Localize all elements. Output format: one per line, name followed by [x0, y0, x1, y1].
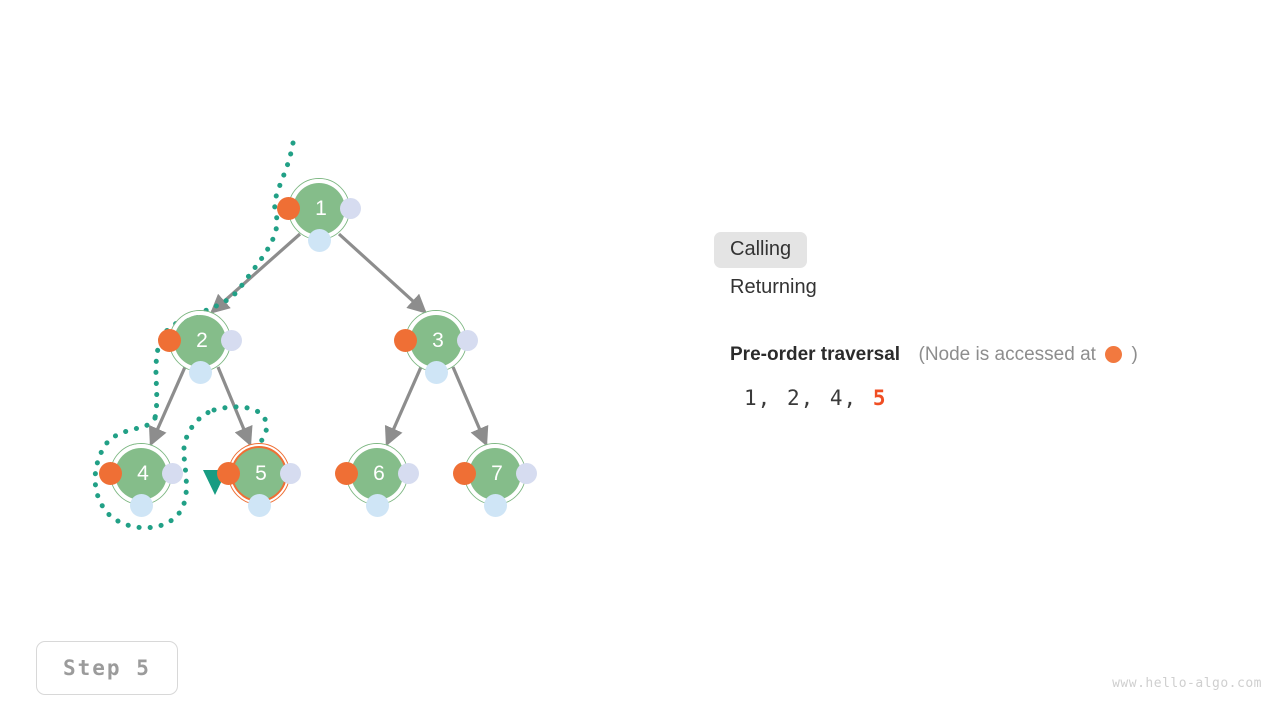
node-core	[293, 183, 345, 235]
tree-node-2[interactable]: 2	[158, 310, 242, 384]
left-child-dot-icon	[425, 361, 448, 384]
tree-node-4[interactable]: 4	[99, 443, 183, 517]
tree-node-label: 2	[196, 329, 208, 352]
node-core	[115, 448, 167, 500]
node-core	[351, 448, 403, 500]
left-child-dot-icon	[308, 229, 331, 252]
tree-node-label: 1	[315, 197, 327, 220]
left-child-dot-icon	[484, 494, 507, 517]
tree-node-label: 6	[373, 462, 385, 485]
tree-node-label: 4	[137, 462, 149, 485]
edge-3-6	[384, 366, 423, 447]
state-returning-label: Returning	[730, 276, 817, 298]
state-calling-badge: Calling	[714, 232, 808, 268]
right-child-dot-icon	[340, 198, 361, 219]
access-dot-legend-icon	[1105, 346, 1123, 363]
right-child-dot-icon	[516, 463, 537, 484]
tree-node-7[interactable]: 7	[453, 443, 537, 517]
access-dot-icon	[335, 462, 358, 485]
state-returning-row: Returning	[714, 268, 1254, 306]
binary-tree-diagram: 1 2 3 4 5	[0, 0, 660, 600]
sequence-visited-value: 2,	[786, 386, 828, 410]
tree-node-label: 5	[255, 462, 267, 485]
traversal-note: (Node is accessed at )	[919, 344, 1138, 366]
left-child-dot-icon	[248, 494, 271, 517]
tree-node-1[interactable]: 1	[277, 178, 361, 252]
traversal-sequence: 1, 2, 4, 5	[730, 386, 1254, 410]
access-dot-icon	[217, 462, 240, 485]
traversal-note-suffix: )	[1131, 344, 1138, 365]
right-child-dot-icon	[221, 330, 242, 351]
tree-node-label: 7	[491, 462, 503, 485]
node-core	[174, 315, 226, 367]
tree-vector-layer	[92, 140, 489, 531]
recursion-path-loop-around-4	[92, 407, 217, 531]
traversal-title: Pre-order traversal	[730, 344, 901, 365]
tree-node-6[interactable]: 6	[335, 443, 419, 517]
traversal-info: Pre-order traversal (Node is accessed at…	[714, 344, 1254, 410]
right-child-dot-icon	[457, 330, 478, 351]
tree-node-label: 3	[432, 329, 444, 352]
left-child-dot-icon	[130, 494, 153, 517]
right-child-dot-icon	[162, 463, 183, 484]
recursion-path	[92, 140, 296, 531]
recursion-path-segment-down-to-2	[152, 140, 296, 421]
edge-2-4	[148, 366, 187, 447]
sequence-current-value: 5	[872, 386, 887, 410]
access-dot-icon	[394, 329, 417, 352]
step-badge: Step 5	[36, 641, 178, 695]
legend-panel: Calling Returning Pre-order traversal (N…	[714, 232, 1254, 410]
tree-node-3[interactable]: 3	[394, 310, 478, 384]
right-child-dot-icon	[398, 463, 419, 484]
node-core	[410, 315, 462, 367]
node-core	[469, 448, 521, 500]
sequence-visited-value: 1,	[744, 386, 785, 410]
sequence-visited-value: 4,	[829, 386, 871, 410]
access-dot-icon	[453, 462, 476, 485]
right-child-dot-icon	[280, 463, 301, 484]
edge-3-7	[451, 366, 489, 447]
access-dot-icon	[99, 462, 122, 485]
state-calling-row: Calling	[714, 232, 1254, 268]
left-child-dot-icon	[189, 361, 212, 384]
tree-node-5-current[interactable]: 5	[217, 443, 301, 517]
traversal-note-prefix: (Node is accessed at	[918, 344, 1096, 365]
watermark: www.hello-algo.com	[1112, 676, 1262, 691]
node-core	[233, 448, 285, 500]
edge-1-3	[337, 232, 427, 314]
left-child-dot-icon	[366, 494, 389, 517]
access-dot-icon	[158, 329, 181, 352]
access-dot-icon	[277, 197, 300, 220]
